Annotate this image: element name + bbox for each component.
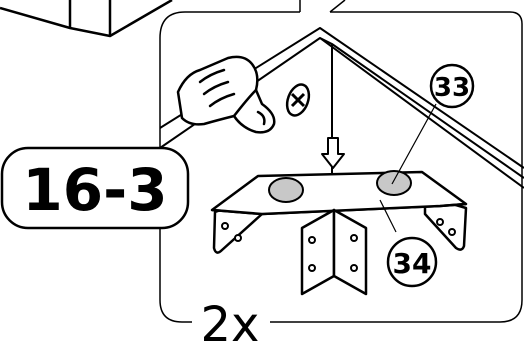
- corner-bracket-part-34: [302, 210, 366, 294]
- down-arrow-icon: [322, 138, 344, 168]
- callout-33: 33: [431, 65, 473, 107]
- callout-34: 34: [388, 238, 436, 286]
- screw-icon: [283, 82, 313, 119]
- callout-33-label: 33: [434, 73, 470, 103]
- quantity-label: 2x: [201, 297, 260, 344]
- step-number-badge: 16-3: [2, 148, 188, 228]
- callout-34-label: 34: [393, 247, 432, 280]
- hand-icon: [178, 57, 274, 132]
- step-number: 16-3: [22, 156, 167, 224]
- previous-panel-fragment: [0, 0, 172, 36]
